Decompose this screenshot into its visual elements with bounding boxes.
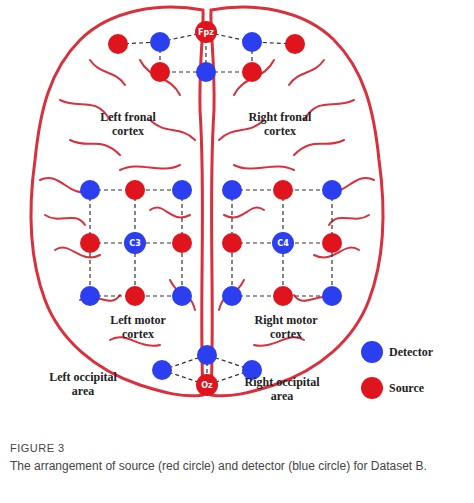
channel-lines: [90, 32, 332, 385]
detector-circle: [150, 32, 170, 52]
detector-circle: [80, 286, 100, 306]
sulcus: [150, 208, 190, 218]
optode-circle: Oz: [196, 374, 218, 396]
optode-circle: C3: [124, 232, 146, 254]
sulcus: [140, 60, 180, 95]
optode-circle: C4: [272, 232, 294, 254]
legend-swatch: [361, 377, 383, 399]
detector-circle: [172, 180, 192, 200]
brain-hemisphere: [211, 7, 383, 396]
region-label: Right occipital area: [232, 375, 332, 403]
optode-label: Oz: [201, 381, 212, 390]
figure-number: FIGURE 3: [10, 440, 130, 456]
brain-sulci: [40, 60, 195, 346]
region-label: Right fronal cortex: [240, 110, 320, 138]
source-circle: [125, 180, 145, 200]
detector-circle: [196, 62, 216, 82]
source-circle: [108, 34, 128, 54]
detector-circle: [172, 286, 192, 306]
detector-circle: [152, 360, 172, 380]
optode-label: C3: [129, 239, 140, 248]
detector-circle: [322, 286, 342, 306]
source-circle: [273, 180, 293, 200]
channel-line: [232, 190, 332, 296]
region-label: Left fronal cortex: [88, 110, 168, 138]
source-circle: [242, 62, 262, 82]
optode-label: C4: [277, 239, 288, 248]
sulcus: [120, 165, 180, 170]
source-circle: [222, 233, 242, 253]
source-circle: [273, 286, 293, 306]
source-circle: [150, 62, 170, 82]
source-circle: [125, 286, 145, 306]
channel-line: [90, 190, 182, 296]
detector-circle: [222, 180, 242, 200]
legend-swatch: [361, 341, 383, 363]
detector-circle: [222, 286, 242, 306]
figure-caption: The arrangement of source (red circle) a…: [10, 458, 430, 474]
source-circle: [172, 233, 192, 253]
source-circles: [80, 34, 342, 306]
detector-circle: [80, 180, 100, 200]
optode-label: Fpz: [198, 28, 214, 37]
legend-text: Detector: [389, 345, 433, 360]
optode-circle: Fpz: [195, 21, 217, 43]
region-label: Left motor cortex: [98, 313, 178, 341]
sulcus: [150, 120, 195, 140]
region-label: Left occipital area: [38, 370, 128, 398]
source-circle: [322, 233, 342, 253]
detector-circles: [80, 32, 342, 380]
sulcus: [45, 215, 85, 225]
legend-entry: Source: [361, 377, 424, 399]
legend-text: Source: [389, 381, 424, 396]
legend-entry: Detector: [361, 341, 433, 363]
detector-circle: [197, 345, 217, 365]
detector-circle: [322, 180, 342, 200]
region-label: Right motor cortex: [246, 313, 326, 341]
source-circle: [80, 233, 100, 253]
sulcus: [70, 140, 120, 155]
brain-outline: [31, 7, 203, 396]
source-circle: [285, 34, 305, 54]
detector-circle: [242, 32, 262, 52]
brain-hemisphere: [31, 7, 203, 396]
sulcus: [90, 60, 125, 85]
